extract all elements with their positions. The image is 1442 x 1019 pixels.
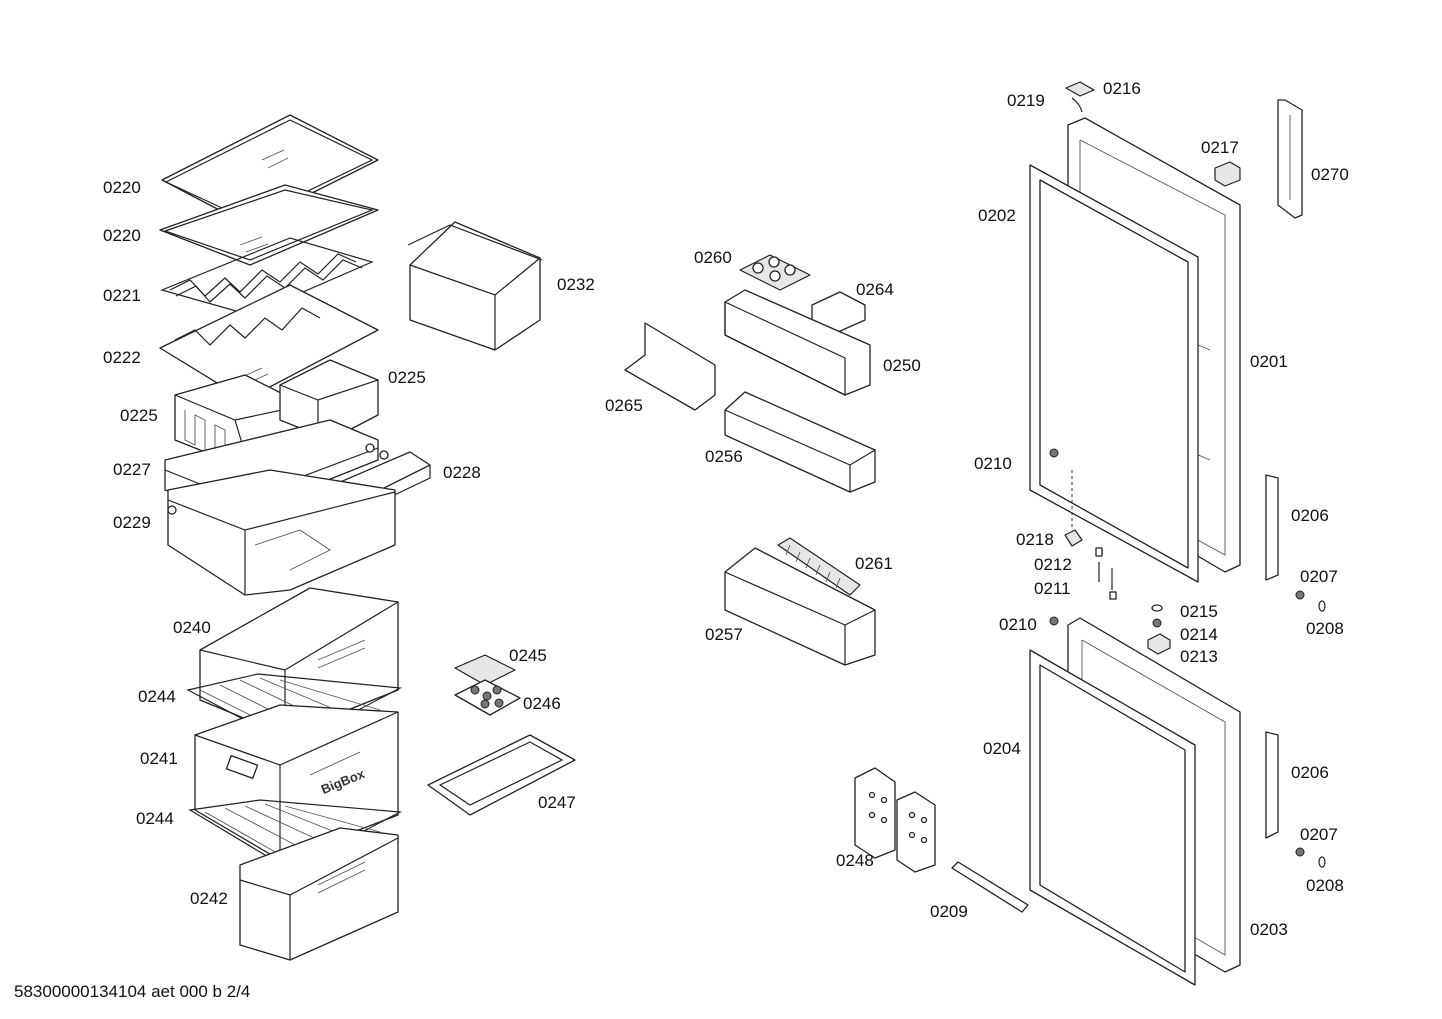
part-label-0232: 0232 [557, 275, 595, 294]
part-label-0220-top: 0220 [103, 178, 141, 197]
part-label-0257: 0257 [705, 625, 743, 644]
part-label-0225-right: 0225 [388, 368, 426, 387]
hinge-parts-0211-0218 [1064, 470, 1117, 600]
part-label-0209: 0209 [930, 902, 968, 921]
screws-0207-0208-lower [1295, 847, 1326, 868]
door-bin-0256 [724, 391, 876, 493]
door-bin-0250 [724, 289, 871, 396]
part-label-0245: 0245 [509, 646, 547, 665]
part-label-0264: 0264 [856, 280, 894, 299]
part-label-0216: 0216 [1103, 79, 1141, 98]
part-label-0225-left: 0225 [120, 406, 158, 425]
screws-0207-0208-upper [1295, 590, 1326, 612]
part-label-0206-upper: 0206 [1291, 506, 1329, 525]
handle-0206-lower [1265, 731, 1279, 839]
part-label-0207-upper: 0207 [1300, 567, 1338, 586]
part-label-0208-lower: 0208 [1306, 876, 1344, 895]
handle-0206-upper [1265, 474, 1279, 581]
part-label-0221: 0221 [103, 286, 141, 305]
part-label-0244-upper: 0244 [138, 687, 176, 706]
cold-pack-0248-a [854, 767, 896, 859]
tray-0247 [427, 734, 576, 816]
part-label-0203: 0203 [1250, 920, 1288, 939]
part-label-0228: 0228 [443, 463, 481, 482]
part-label-0202: 0202 [978, 206, 1016, 225]
part-label-0210-upper: 0210 [974, 454, 1012, 473]
drawer-0241-bigbox [194, 704, 399, 861]
part-label-0244-lower: 0244 [136, 809, 174, 828]
screw-0210-b [1049, 616, 1059, 626]
glass-shelf-0220-second [159, 184, 379, 266]
cap-0217 [1214, 161, 1241, 187]
part-label-0260: 0260 [694, 248, 732, 267]
egg-cube-0246 [454, 679, 521, 716]
wine-rack-0221 [160, 237, 374, 316]
part-label-0214: 0214 [1180, 625, 1218, 644]
part-label-0250: 0250 [883, 356, 921, 375]
part-label-0222: 0222 [103, 348, 141, 367]
door-gasket-0204 [1029, 649, 1196, 986]
cold-pack-0248-b [896, 791, 936, 873]
part-label-0201: 0201 [1250, 352, 1288, 371]
part-label-0247: 0247 [538, 793, 576, 812]
divider-0265 [624, 322, 716, 411]
screw-0210-a [1049, 448, 1059, 458]
part-label-0219: 0219 [1007, 91, 1045, 110]
part-label-0206-lower: 0206 [1291, 763, 1329, 782]
part-label-0213: 0213 [1180, 647, 1218, 666]
part-label-0212: 0212 [1034, 555, 1072, 574]
bottle-guard-0261 [777, 537, 861, 596]
part-label-0229: 0229 [113, 513, 151, 532]
drawer-0240 [199, 587, 399, 736]
part-label-0270: 0270 [1311, 165, 1349, 184]
part-label-0210-lower: 0210 [999, 615, 1037, 634]
crisper-frame-0229 [167, 469, 396, 596]
part-label-0220-second: 0220 [103, 226, 141, 245]
ice-tray-0232 [407, 221, 543, 351]
part-label-0240: 0240 [173, 618, 211, 637]
part-label-0242: 0242 [190, 889, 228, 908]
part-label-0211: 0211 [1034, 579, 1071, 598]
part-label-0215: 0215 [1180, 602, 1218, 621]
part-label-0261: 0261 [855, 554, 893, 573]
hinge-0216 [1065, 81, 1095, 113]
trim-strip-0209 [951, 861, 1029, 913]
part-label-0246: 0246 [523, 694, 561, 713]
part-label-0208-upper: 0208 [1306, 619, 1344, 638]
parts-0213-0215 [1147, 604, 1171, 655]
part-label-0256: 0256 [705, 447, 743, 466]
egg-holder-0260 [739, 254, 811, 291]
ice-cover-0245 [454, 654, 516, 686]
part-label-0248: 0248 [836, 851, 874, 870]
part-label-0207-lower: 0207 [1300, 825, 1338, 844]
part-label-0265: 0265 [605, 396, 643, 415]
document-code: 58300000134104 aet 000 b 2/4 [14, 982, 251, 1001]
part-label-0217: 0217 [1201, 138, 1239, 157]
door-bin-0257 [724, 547, 876, 666]
control-module-0270 [1277, 99, 1303, 219]
part-label-0241: 0241 [140, 749, 178, 768]
part-label-0204: 0204 [983, 739, 1021, 758]
part-label-0218: 0218 [1016, 530, 1054, 549]
part-label-0227: 0227 [113, 460, 151, 479]
drawer-0242 [239, 827, 399, 961]
